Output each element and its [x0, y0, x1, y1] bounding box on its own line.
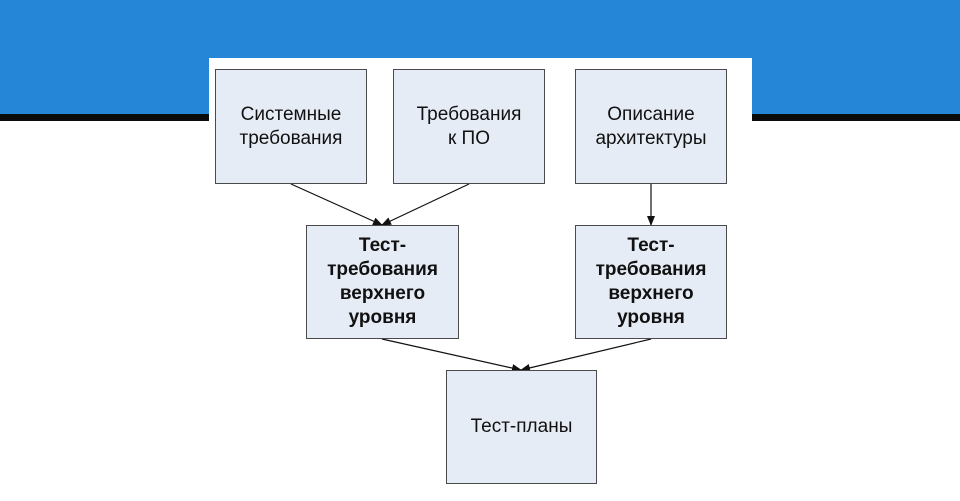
node-line: требования: [327, 259, 438, 280]
node-system-requirements: Системные требования: [215, 69, 367, 184]
arrow-system-requirements-to-test-requirements-left: [290, 183, 383, 226]
node-line: верхнего: [339, 283, 426, 304]
node-line: Описание: [607, 103, 695, 125]
node-test-requirements-left: Тест- требования верхнего уровня: [306, 225, 459, 339]
node-line: Требования: [416, 103, 522, 125]
node-line: архитектуры: [595, 127, 707, 149]
node-line: уровня: [617, 307, 685, 328]
node-line: требования: [239, 127, 343, 149]
node-architecture-description: Описание архитектуры: [575, 69, 727, 184]
node-line: Тест-: [358, 235, 407, 256]
node-line: уровня: [348, 307, 417, 328]
node-line: Тест-: [627, 235, 675, 256]
node-software-requirements: Требования к ПО: [393, 69, 545, 184]
node-line: Тест-планы: [470, 416, 573, 437]
node-line: Системные: [240, 103, 342, 125]
node-line: требования: [595, 259, 707, 280]
node-test-requirements-right: Тест- требования верхнего уровня: [575, 225, 727, 339]
arrow-test-requirements-left-to-test-plans: [381, 338, 522, 372]
node-test-plans: Тест-планы: [446, 370, 597, 484]
arrow-software-requirements-to-test-requirements-left: [381, 183, 470, 226]
node-line: верхнего: [608, 283, 694, 304]
arrow-test-requirements-right-to-test-plans: [520, 338, 652, 372]
node-line: к ПО: [447, 127, 490, 149]
